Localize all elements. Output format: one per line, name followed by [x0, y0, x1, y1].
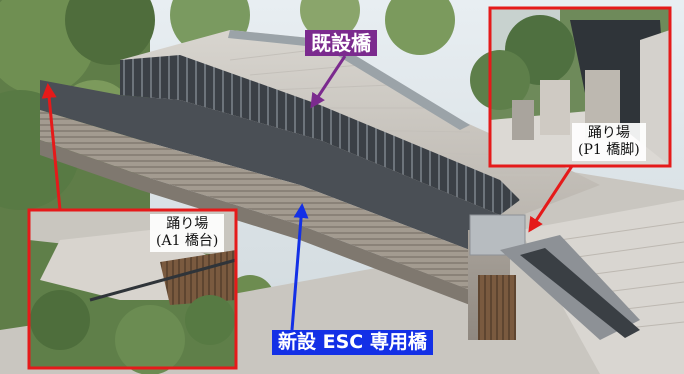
escalator-bridge-handrail [40, 80, 520, 250]
existing-bridge-far-railing [228, 30, 470, 130]
landing-a1-caption-line2: (A1 橋台) [156, 233, 219, 249]
landing-a1-caption-line1: 踊り場 [166, 216, 209, 232]
inset-frame-p1 [488, 6, 672, 168]
landing-p1-caption-line1: 踊り場 [587, 125, 630, 141]
existing-bridge-label: 既設橋 [305, 30, 377, 56]
pier-wood-cladding [478, 275, 516, 340]
landing-p1-caption-line2: (P1 橋脚) [578, 142, 640, 158]
escalator-bridge-girder [40, 110, 470, 290]
landing-p1-caption: 踊り場 (P1 橋脚) [572, 123, 646, 161]
arrow-to-existing-bridge [310, 55, 347, 109]
new-escalator-bridge-label: 新設 ESC 専用橋 [272, 330, 433, 355]
escalator-bridge-railing [120, 55, 520, 215]
landing-a1-caption: 踊り場 (A1 橋台) [150, 214, 225, 252]
inset-frame-a1 [27, 208, 238, 370]
arrow-to-p1-landing [528, 165, 574, 233]
escalator-handrail-lower [520, 248, 640, 338]
escalator-bridge-girder-underside [40, 140, 470, 305]
arrow-to-new-bridge [290, 203, 309, 331]
arrow-to-a1-landing [41, 83, 62, 211]
